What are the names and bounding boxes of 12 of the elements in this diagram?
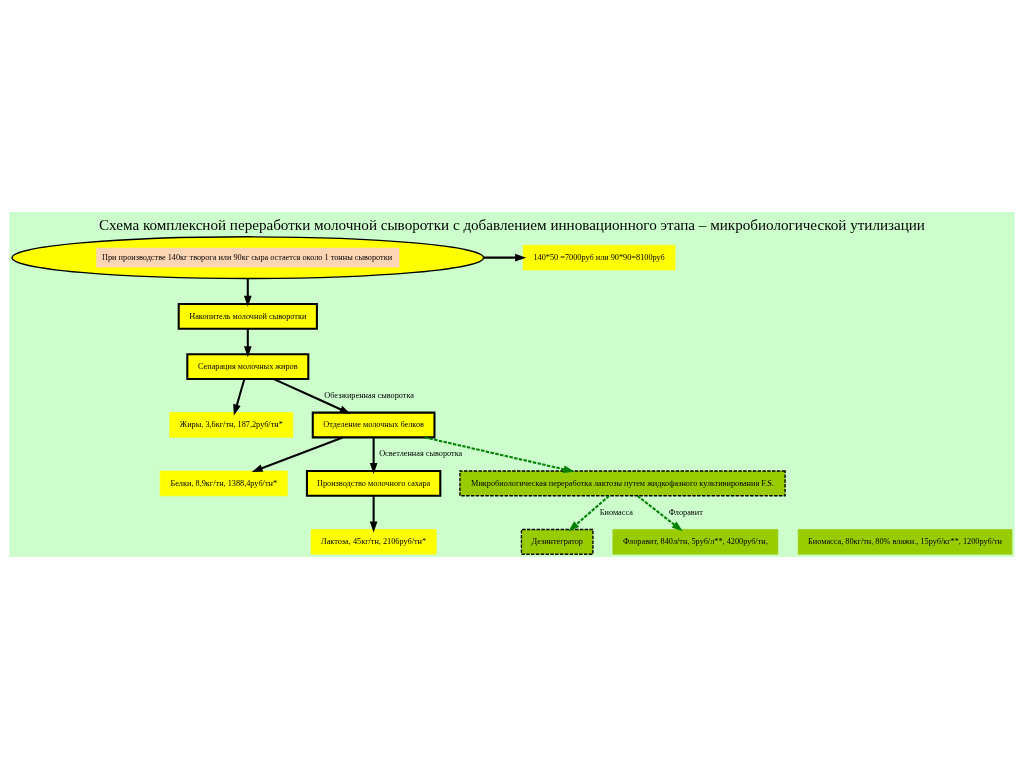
arrow — [251, 435, 344, 472]
arrow — [369, 437, 378, 474]
arrow — [369, 495, 378, 532]
arrow — [568, 494, 610, 531]
arrow — [243, 278, 252, 307]
arrow — [424, 435, 575, 473]
arrow — [483, 253, 527, 261]
diagram-title: Схема комплексной переработки молочной сыворотки с добавлением инновационного этапа – микробиологической утилизации — [99, 216, 925, 233]
arrow — [636, 494, 683, 531]
arrow — [233, 378, 246, 415]
arrow — [243, 328, 252, 357]
arrow — [273, 377, 351, 414]
